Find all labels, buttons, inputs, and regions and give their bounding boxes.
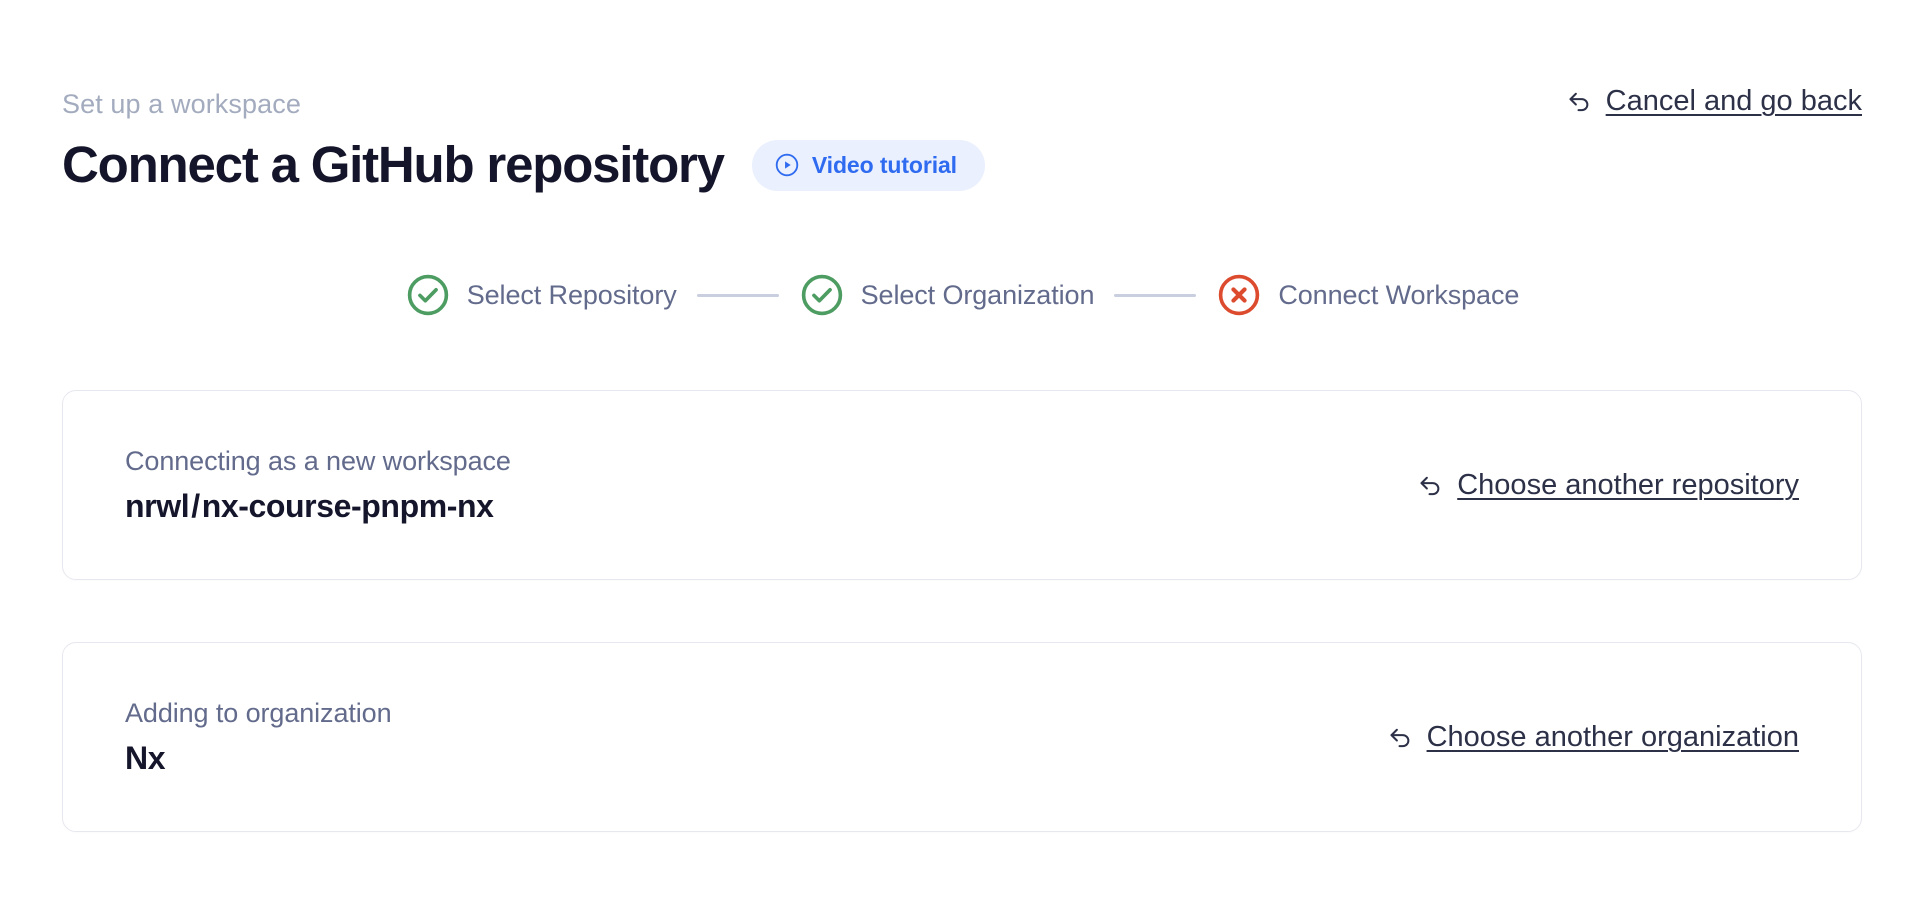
repository-card-caption: Connecting as a new workspace — [125, 446, 511, 476]
step-select-organization[interactable]: Select Organization — [799, 272, 1095, 318]
x-circle-icon — [1216, 272, 1262, 318]
breadcrumb-eyebrow: Set up a workspace — [62, 89, 301, 119]
organization-name: Nx — [125, 740, 166, 776]
title-row: Connect a GitHub repository Video tutori… — [62, 136, 1862, 194]
choose-another-repository-label: Choose another repository — [1457, 469, 1799, 501]
cancel-and-go-back-label: Cancel and go back — [1605, 85, 1862, 117]
check-circle-icon — [405, 272, 451, 318]
check-circle-icon — [799, 272, 845, 318]
play-circle-icon — [774, 152, 800, 178]
video-tutorial-button[interactable]: Video tutorial — [751, 139, 985, 191]
organization-card: Adding to organization Nx Choose another… — [62, 642, 1862, 832]
step-select-repository[interactable]: Select Repository — [405, 272, 677, 318]
step-label-connect-workspace: Connect Workspace — [1278, 280, 1520, 310]
page-header: Set up a workspace Connect a GitHub repo… — [62, 0, 1862, 194]
choose-another-organization-label: Choose another organization — [1426, 721, 1799, 753]
video-tutorial-label: Video tutorial — [811, 151, 957, 178]
repository-name: nx-course-pnpm-nx — [201, 488, 494, 524]
choose-another-organization-link[interactable]: Choose another organization — [1385, 720, 1799, 754]
step-label-select-repository: Select Repository — [466, 280, 677, 310]
stepper-connector-1 — [696, 293, 779, 297]
undo-arrow-icon — [1415, 470, 1445, 500]
cancel-and-go-back-link[interactable]: Cancel and go back — [1564, 84, 1862, 118]
progress-stepper: Select Repository Select Organization Co… — [62, 272, 1862, 318]
organization-card-content: Adding to organization Nx — [125, 697, 392, 777]
summary-cards: Connecting as a new workspace nrwl/nx-co… — [62, 390, 1862, 832]
choose-another-repository-link[interactable]: Choose another repository — [1415, 468, 1799, 502]
page-title: Connect a GitHub repository — [62, 136, 725, 193]
repository-card: Connecting as a new workspace nrwl/nx-co… — [62, 390, 1862, 580]
repository-separator: / — [191, 488, 200, 524]
undo-arrow-icon — [1564, 86, 1594, 116]
repository-card-content: Connecting as a new workspace nrwl/nx-co… — [125, 445, 511, 525]
step-label-select-organization: Select Organization — [860, 280, 1095, 310]
stepper-connector-2 — [1114, 293, 1197, 297]
organization-card-caption: Adding to organization — [125, 698, 392, 728]
undo-arrow-icon — [1385, 722, 1415, 752]
repository-card-value: nrwl/nx-course-pnpm-nx — [125, 487, 511, 525]
repository-owner: nrwl — [125, 488, 190, 524]
step-connect-workspace[interactable]: Connect Workspace — [1216, 272, 1519, 318]
